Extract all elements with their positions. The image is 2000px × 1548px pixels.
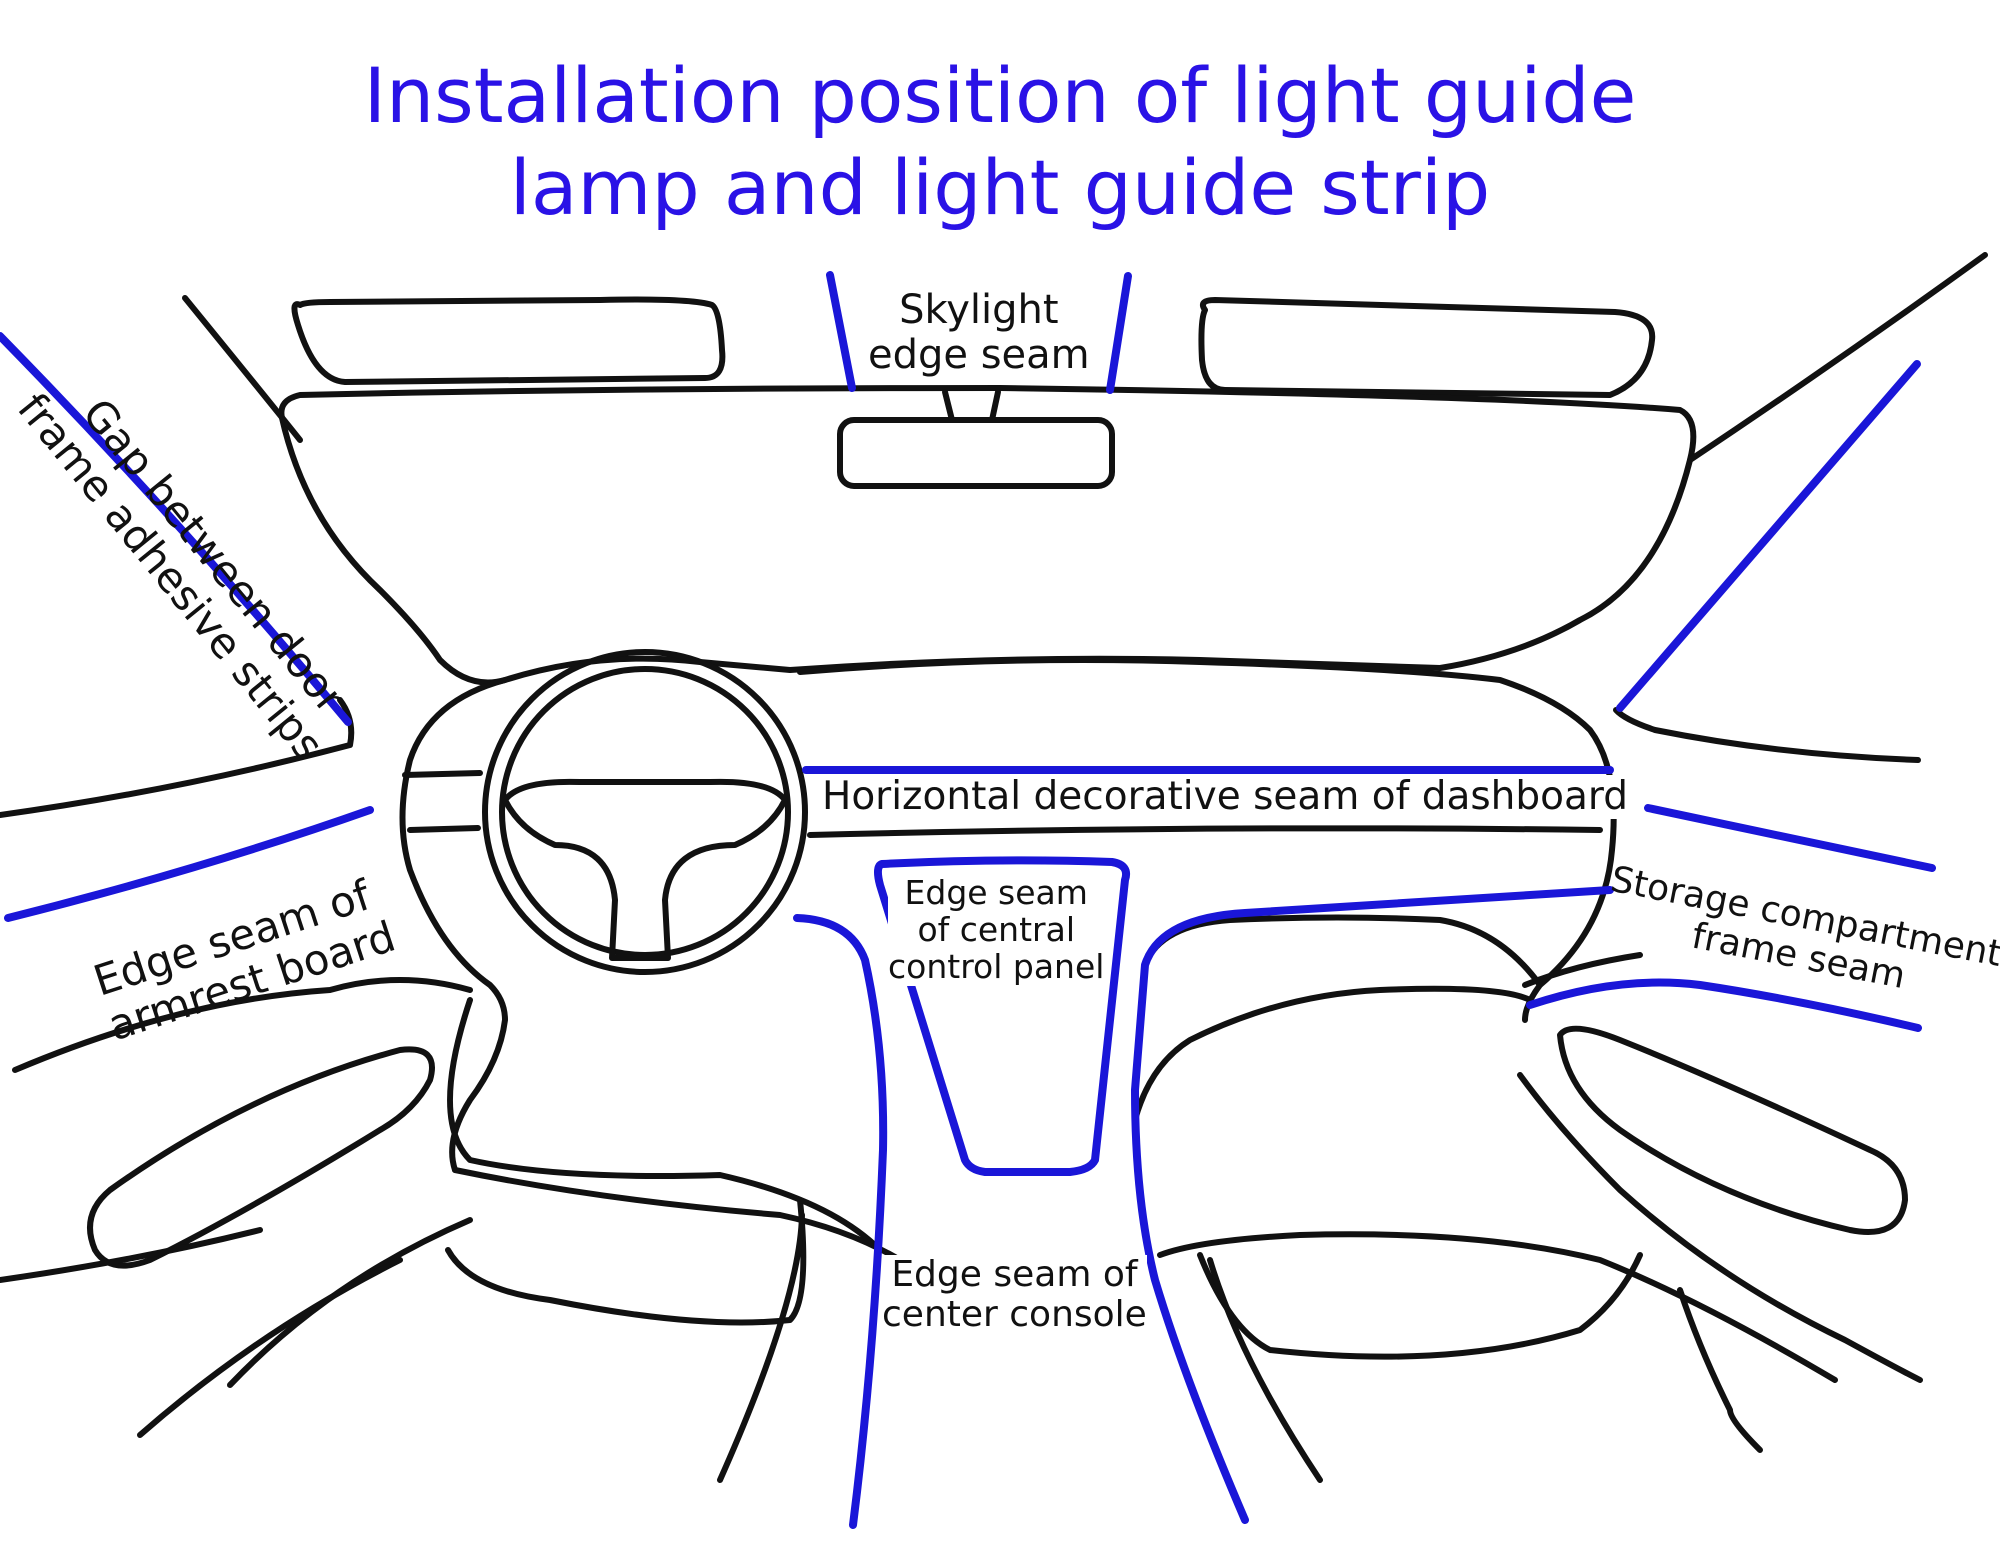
right-a-pillar	[1687, 252, 1988, 463]
right-seat-cushion	[1197, 1252, 1643, 1360]
label-line: of central	[917, 909, 1075, 949]
center-console-left	[447, 997, 883, 1253]
label-skylight-edge-seam: Skylight edge seam	[868, 288, 1090, 378]
left-door-handle	[87, 1046, 435, 1269]
left-dash-cluster	[399, 677, 508, 1173]
left-seat-side-2	[137, 1257, 403, 1438]
steering-wheel-hub	[502, 778, 788, 961]
skylight-strip-right	[1106, 272, 1132, 394]
steering-wheel-outer	[482, 649, 808, 975]
label-line: Edge seam of	[891, 1254, 1138, 1295]
left-a-pillar	[182, 295, 303, 443]
label-dashboard-seam: Horizontal decorative seam of dashboard	[820, 774, 1631, 819]
left-seat-front	[717, 1212, 805, 1483]
armrest-strip-right	[1644, 804, 1936, 872]
diagram-title-line-1: Installation position of light guide	[363, 51, 1637, 140]
diagram-title-line-2: lamp and light guide strip	[509, 143, 1491, 232]
label-central-panel: Edge seam of central control panel	[888, 873, 1105, 986]
right-door-handle	[1557, 1025, 1908, 1235]
dashboard-seam-lower	[807, 825, 1603, 838]
right-door-lower	[1517, 1072, 1923, 1383]
label-line: Edge seam	[904, 873, 1088, 912]
windshield	[278, 385, 1697, 686]
label-center-console: Edge seam of center console	[882, 1254, 1147, 1336]
door-frame-strip-right	[1616, 360, 1921, 712]
light-guide-strips	[0, 271, 1936, 1529]
center-console-strip-left	[793, 914, 888, 1529]
right-dash-edge	[1142, 914, 1543, 988]
storage-strip-lower	[1526, 978, 1922, 1032]
right-seat-front	[1207, 1257, 1323, 1483]
left-seat-top	[452, 1167, 903, 1263]
left-seat-cushion	[445, 1197, 807, 1326]
label-line: edge seam	[868, 331, 1090, 378]
rearview-mirror	[837, 417, 1115, 489]
mirror-stem	[942, 389, 1001, 423]
door-frame-strip-left	[0, 332, 352, 726]
steering-wheel-inner	[499, 666, 791, 958]
armrest-strip-left	[4, 806, 374, 922]
label-line: center console	[882, 1294, 1147, 1336]
dashboard-line-upper	[402, 770, 483, 778]
left-sun-visor	[291, 296, 726, 385]
right-seat-side	[1677, 1287, 1763, 1453]
right-seat-top	[1157, 1231, 1838, 1383]
right-sun-visor	[1198, 297, 1656, 398]
left-seat-side-1	[227, 1217, 473, 1388]
left-door-panel	[12, 977, 473, 1073]
label-line: control panel	[888, 946, 1105, 986]
skylight-strip-left	[826, 271, 856, 392]
right-door-window	[1613, 707, 1921, 763]
dashboard-top	[797, 656, 1617, 1023]
label-line: Skylight	[899, 287, 1059, 333]
interior-outline	[0, 252, 1988, 1483]
left-door-lower	[0, 1227, 263, 1283]
storage-strip-upper	[1131, 886, 1614, 1524]
dashboard-line-lower	[407, 825, 481, 833]
center-console-right	[1132, 985, 1533, 1123]
